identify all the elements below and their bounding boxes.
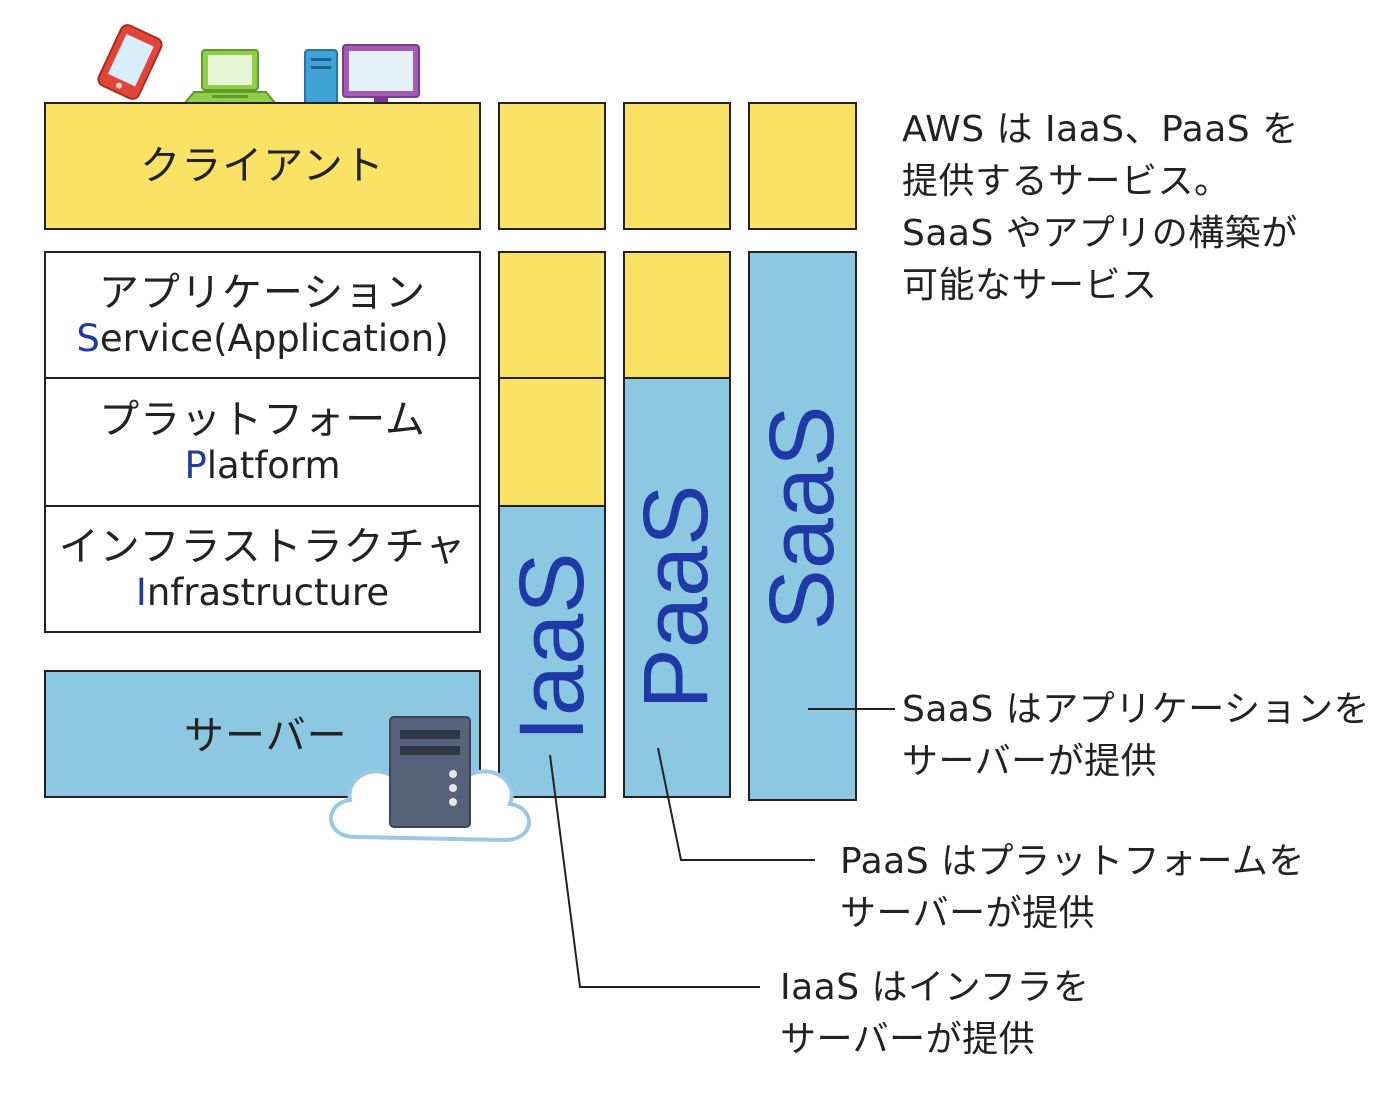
platform-en-rest: latform xyxy=(206,443,341,487)
infrastructure-en-label: Infrastructure xyxy=(136,571,389,615)
server-label: サーバー xyxy=(184,713,348,759)
iaas-application-cell xyxy=(498,251,606,379)
application-layer: アプリケーション Service(Application) xyxy=(44,251,481,379)
paas-note: PaaS はプラットフォームを サーバーが提供 xyxy=(840,836,1305,940)
paas-note-line2: サーバーが提供 xyxy=(840,893,1096,934)
laptop-icon xyxy=(181,49,279,105)
paas-column-label: PaaS xyxy=(625,484,727,710)
iaas-note-line2: サーバーが提供 xyxy=(780,1019,1036,1060)
saas-column-label: SaaS xyxy=(751,405,853,631)
aws-note-line3: SaaS やアプリの構築が xyxy=(902,213,1298,254)
cloud-server-icon xyxy=(329,716,531,843)
saas-note-line2: サーバーが提供 xyxy=(902,741,1158,782)
paas-client-cell xyxy=(623,102,731,230)
application-en-rest: ervice(Application) xyxy=(99,316,449,360)
platform-label: プラットフォーム xyxy=(99,396,426,443)
platform-en-initial: P xyxy=(184,443,207,487)
saas-note-line1: SaaS はアプリケーションを xyxy=(902,689,1371,730)
iaas-note: IaaS はインフラを サーバーが提供 xyxy=(780,962,1089,1066)
application-label: アプリケーション xyxy=(98,269,427,316)
saas-note: SaaS はアプリケーションを サーバーが提供 xyxy=(902,684,1370,788)
infrastructure-layer: インフラストラクチャ Infrastructure xyxy=(44,505,481,633)
application-en-initial: S xyxy=(76,316,100,360)
aws-note-line2: 提供するサービス。 xyxy=(902,161,1231,202)
iaas-note-line1: IaaS はインフラを xyxy=(780,967,1090,1008)
application-en-label: Service(Application) xyxy=(76,317,448,361)
aws-note-line4: 可能なサービス xyxy=(902,265,1158,306)
iaas-client-cell xyxy=(498,102,606,230)
infrastructure-en-rest: nfrastructure xyxy=(146,570,390,614)
paas-application-cell xyxy=(623,251,731,379)
aws-note-line1: AWS は IaaS、PaaS を xyxy=(902,109,1299,150)
saas-client-cell xyxy=(748,102,857,230)
platform-layer: プラットフォーム Platform xyxy=(44,377,481,507)
platform-en-label: Platform xyxy=(184,444,340,488)
smartphone-icon xyxy=(97,24,163,100)
infrastructure-en-initial: I xyxy=(135,570,147,614)
iaas-platform-cell xyxy=(498,377,606,507)
client-layer: クライアント xyxy=(44,102,481,230)
paas-note-line1: PaaS はプラットフォームを xyxy=(840,841,1305,882)
client-label: クライアント xyxy=(140,143,385,189)
devices-illustration xyxy=(97,24,420,112)
infrastructure-label: インフラストラクチャ xyxy=(58,523,467,570)
aws-note: AWS は IaaS、PaaS を 提供するサービス。 SaaS やアプリの構築… xyxy=(902,104,1299,312)
